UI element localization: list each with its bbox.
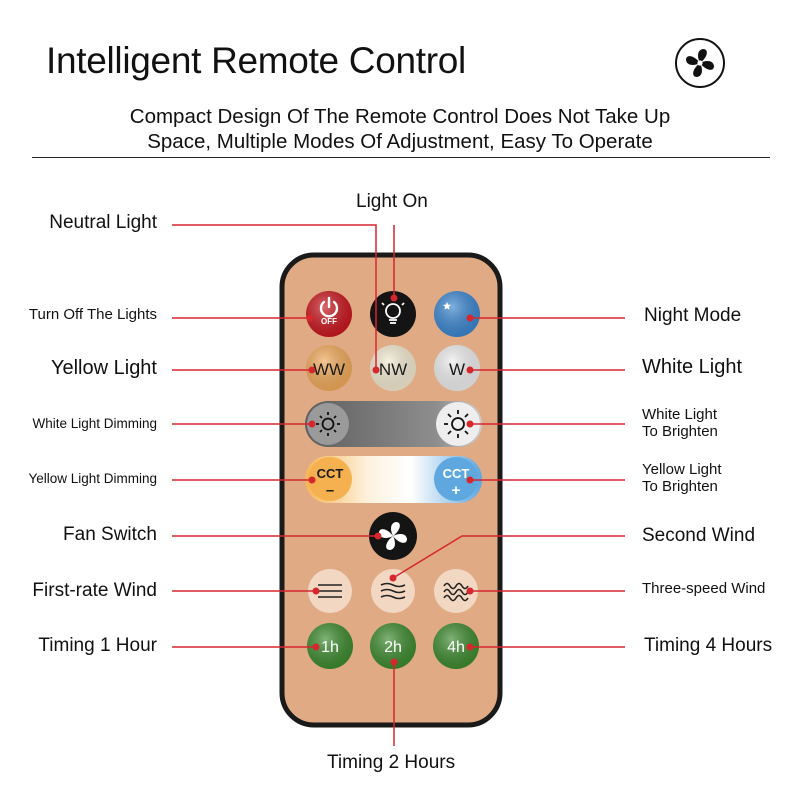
label-neutral-light: Neutral Light (49, 212, 157, 233)
label-first-wind: First-rate Wind (32, 580, 157, 601)
label-timing-1h: Timing 1 Hour (38, 635, 157, 656)
timing-4h-button[interactable]: 4h (433, 623, 479, 669)
divider (32, 157, 770, 158)
label-white-dimming: White Light Dimming (32, 416, 157, 431)
fan-icon (675, 38, 725, 88)
neutral-light-button[interactable]: NW (370, 345, 416, 391)
label-white-light: White Light (642, 356, 743, 378)
white-brighten-button[interactable] (436, 402, 480, 446)
label-yellow-light: Yellow Light (50, 357, 157, 379)
label-yellow-brighten: Yellow Light To Brighten (642, 461, 722, 496)
leader-dots (306, 294, 474, 666)
label-yellow-brighten-line-2: To Brighten (642, 478, 718, 496)
second-wind-button[interactable] (371, 569, 415, 613)
label-light-on: Light On (356, 191, 428, 212)
timing-1h-label: 1h (321, 639, 339, 656)
w-label: W (449, 360, 465, 379)
cct-minus-button[interactable]: CCT – (308, 457, 352, 501)
first-wind-button[interactable] (308, 569, 352, 613)
wind-mid-icon (380, 582, 406, 600)
page-title: Intelligent Remote Control (46, 40, 466, 81)
fan-icon (379, 522, 407, 550)
cct-minus-label: CCT (317, 466, 344, 481)
ww-label: WW (313, 360, 345, 379)
label-white-brighten-line-2: To Brighten (642, 423, 718, 441)
label-white-brighten-line-1: White Light (642, 406, 718, 423)
light-on-button[interactable] (370, 291, 416, 337)
label-yellow-brighten-line-1: Yellow Light (642, 461, 722, 478)
minus-sign: – (326, 482, 334, 499)
white-dim-button[interactable] (307, 403, 349, 445)
label-three-wind: Three-speed Wind (642, 580, 766, 597)
cct-plus-button[interactable]: CCT + (434, 457, 478, 501)
subtitle: Compact Design Of The Remote Control Doe… (80, 104, 720, 154)
label-yellow-dimming: Yellow Light Dimming (28, 471, 157, 486)
fan-switch-button[interactable] (369, 512, 417, 560)
cct-plus-label: CCT (443, 466, 470, 481)
timing-1h-button[interactable]: 1h (307, 623, 353, 669)
lightbulb-icon (381, 299, 405, 324)
nw-label: NW (379, 360, 407, 379)
leader-neutral-light (172, 224, 377, 370)
timing-4h-label: 4h (447, 639, 465, 656)
label-second-wind: Second Wind (642, 525, 756, 546)
fan-icon-glyph (686, 49, 714, 77)
label-timing-4h: Timing 4 Hours (644, 635, 773, 656)
night-mode-button[interactable] (434, 291, 480, 337)
leader-lines (172, 224, 625, 746)
label-timing-2h: Timing 2 Hours (327, 752, 456, 773)
label-night-mode: Night Mode (644, 305, 742, 326)
white-dimming-bar (305, 401, 482, 447)
wind-low-icon (318, 584, 342, 598)
three-wind-button[interactable] (434, 569, 478, 613)
off-button[interactable]: OFF (306, 291, 352, 337)
subtitle-line-1: Compact Design Of The Remote Control Doe… (129, 105, 671, 128)
label-turn-off: Turn Off The Lights (28, 306, 157, 323)
power-icon (319, 296, 339, 318)
moon-star-icon (443, 302, 466, 323)
sun-bright-icon (444, 410, 472, 438)
subtitle-line-2: Space, Multiple Modes Of Adjustment, Eas… (147, 130, 653, 153)
plus-sign: + (452, 482, 461, 499)
off-label: OFF (321, 317, 337, 326)
wind-high-icon (443, 582, 469, 602)
leader-second-wind (392, 535, 625, 579)
sun-dim-icon (316, 412, 340, 436)
timing-2h-label: 2h (384, 639, 402, 656)
timing-2h-button[interactable]: 2h (370, 623, 416, 669)
white-light-button[interactable]: W (434, 345, 480, 391)
label-white-brighten: White Light To Brighten (642, 406, 718, 441)
yellow-light-button[interactable]: WW (306, 345, 352, 391)
label-fan-switch: Fan Switch (63, 524, 157, 545)
